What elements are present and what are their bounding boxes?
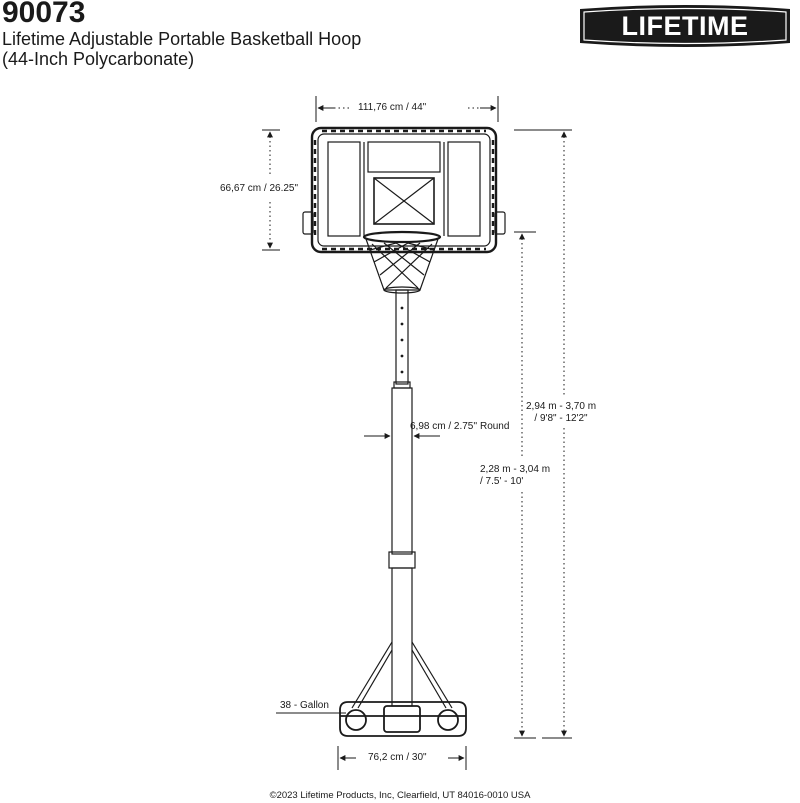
base-capacity-label: 38 - Gallon xyxy=(280,700,329,711)
base xyxy=(339,701,467,737)
rim-height-label: 2,28 m - 3,04 m / 7.5' - 10' xyxy=(480,464,550,488)
total-height-imperial: / 9'8" - 12'2" xyxy=(534,413,588,424)
base-width-label: 76,2 cm / 30" xyxy=(368,752,427,763)
pole-diameter-label: 6,98 cm / 2.75'' Round xyxy=(410,421,510,432)
backboard xyxy=(302,126,506,254)
pole xyxy=(388,289,416,707)
product-title-line2: (44-Inch Polycarbonate) xyxy=(2,49,195,69)
backboard-frame-holes xyxy=(313,129,495,251)
backboard-height-label: 66,67 cm / 26.25" xyxy=(220,183,299,194)
total-height-metric: 2,94 m - 3,70 m xyxy=(526,401,597,412)
rim-height-metric: 2,28 m - 3,04 m xyxy=(480,464,551,475)
product-title: Lifetime Adjustable Portable Basketball … xyxy=(2,29,361,69)
model-number: 90073 xyxy=(2,0,86,29)
lifetime-logo-text: LIFETIME xyxy=(621,10,749,41)
backboard-width-label: 111,76 cm / 44" xyxy=(358,102,427,113)
support-braces xyxy=(351,641,453,709)
rim-height-imperial: / 7.5' - 10' xyxy=(480,476,524,487)
copyright-footer: ©2023 Lifetime Products, Inc, Clearfield… xyxy=(269,790,531,801)
total-height-label: 2,94 m - 3,70 m / 9'8" - 12'2" xyxy=(526,401,596,425)
product-title-line1: Lifetime Adjustable Portable Basketball … xyxy=(2,29,362,49)
lifetime-logo xyxy=(580,5,790,47)
rim-and-net xyxy=(362,230,442,294)
